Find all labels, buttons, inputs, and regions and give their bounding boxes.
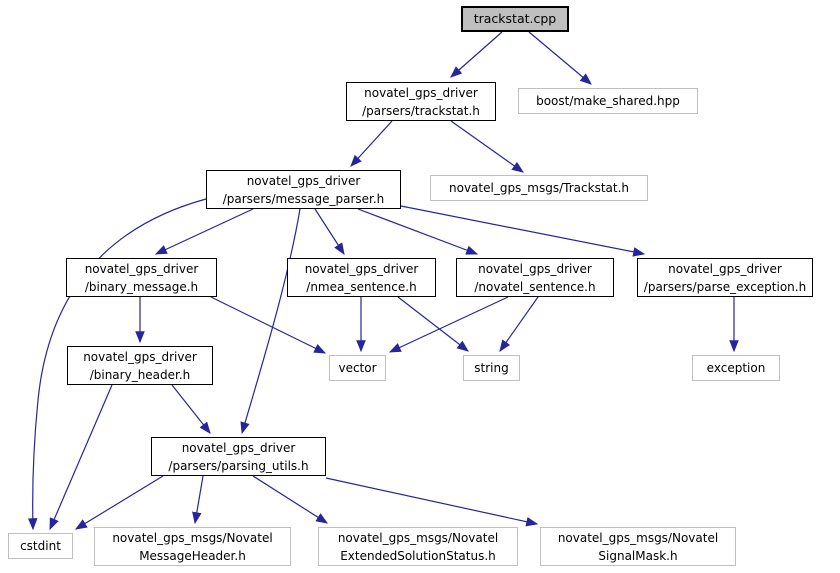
edge-message-parser-to-parsing-utils (240, 208, 301, 435)
node-vector: vector (329, 355, 386, 381)
edge-novatel-sentence-to-vector (388, 296, 509, 353)
node-novatel-signal-mask-h: novatel_gps_msgs/Novatel SignalMask.h (540, 527, 736, 566)
edge-message-parser-to-nmea-sentence (314, 208, 345, 256)
node-binary-message-h[interactable]: novatel_gps_driver /binary_message.h (66, 258, 217, 297)
edge-binary-header-to-cstdint (49, 384, 113, 531)
node-string: string (463, 355, 520, 381)
node-cstdint: cstdint (8, 533, 73, 559)
edge-nmea-sentence-to-string (397, 296, 469, 352)
edge-message-parser-to-novatel-sentence (357, 208, 479, 255)
node-nmea-sentence-h[interactable]: novatel_gps_driver /nmea_sentence.h (287, 258, 436, 297)
node-novatel-sentence-h[interactable]: novatel_gps_driver /novatel_sentence.h (456, 258, 614, 297)
node-trackstat-cpp: trackstat.cpp (461, 6, 569, 32)
edge-message-parser-to-cstdint (27, 198, 207, 531)
edge-parsing-utils-to-cstdint (74, 475, 164, 530)
edge-message-parser-to-binary-message (154, 208, 254, 255)
edge-message-parser-to-parse-exception (400, 205, 646, 257)
edge-binary-message-to-vector (210, 296, 327, 354)
node-parsers-trackstat-h[interactable]: novatel_gps_driver /parsers/trackstat.h (346, 82, 496, 121)
edge-parsing-utils-to-novatel-extended-solution-status (252, 475, 329, 524)
node-boost-make-shared-hpp: boost/make_shared.hpp (518, 88, 698, 114)
node-msgs-trackstat-h: novatel_gps_msgs/Trackstat.h (430, 175, 648, 201)
edge-trackstat-cpp-to-boost-make-shared (528, 31, 592, 85)
node-parsing-utils-h[interactable]: novatel_gps_driver /parsers/parsing_util… (151, 437, 326, 476)
edge-novatel-sentence-to-string (499, 296, 539, 352)
node-novatel-message-header-h: novatel_gps_msgs/Novatel MessageHeader.h (94, 527, 291, 566)
edge-parsing-utils-to-novatel-message-header (192, 475, 204, 525)
edge-trackstat-cpp-to-parsers-trackstat-h (450, 31, 503, 78)
node-binary-header-h[interactable]: novatel_gps_driver /binary_header.h (67, 346, 213, 385)
edge-parsers-trackstat-h-to-msgs-trackstat (450, 120, 524, 173)
node-message-parser-h[interactable]: novatel_gps_driver /parsers/message_pars… (206, 170, 401, 209)
edge-binary-header-to-parsing-utils (171, 384, 211, 434)
node-novatel-extended-solution-status-h: novatel_gps_msgs/Novatel ExtendedSolutio… (318, 527, 518, 566)
node-exception: exception (692, 355, 780, 381)
edge-parsing-utils-to-novatel-signal-mask (325, 477, 539, 527)
edge-parsers-trackstat-h-to-message-parser (350, 120, 393, 167)
node-parse-exception-h[interactable]: novatel_gps_driver /parsers/parse_except… (637, 258, 813, 297)
